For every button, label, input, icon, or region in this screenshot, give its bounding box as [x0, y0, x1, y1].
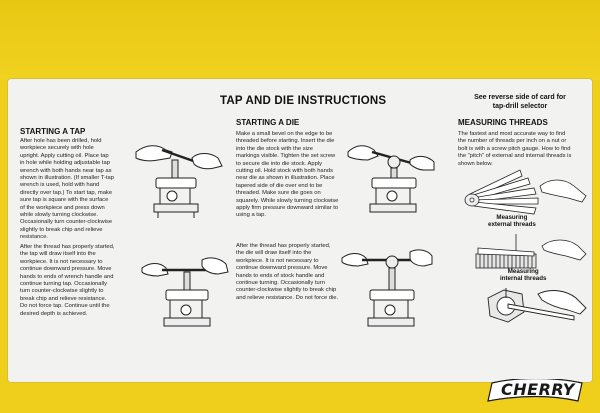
cherry-logo: [487, 379, 583, 402]
section-title-starting-tap: STARTING A TAP: [20, 127, 86, 136]
main-title: TAP AND DIE INSTRUCTIONS: [220, 95, 387, 107]
instruction-card: [8, 79, 592, 382]
internal-thread-illustration: [487, 288, 587, 323]
section-title-measuring-threads: MEASURING THREADS: [458, 118, 548, 127]
starting-tap-step1-text: After hole has been drilled, hold workpi…: [20, 138, 114, 241]
external-threads-label: Measuring external threads: [488, 214, 536, 229]
external-thread-illustration: [475, 234, 587, 269]
die-continue-illustration: [341, 249, 433, 327]
starting-die-step1-text: Make a small bevel on the edge to be thr…: [236, 131, 339, 219]
section-title-starting-die: STARTING A DIE: [236, 118, 300, 127]
tap-continue-illustration: [141, 257, 229, 327]
reverse-side-note: See reverse side of card for tap-drill s…: [474, 94, 566, 110]
brand-name: CHERRY: [501, 380, 575, 399]
die-start-illustration: [347, 145, 435, 213]
yellow-border-top: [0, 0, 600, 80]
pitch-gauge-fan-illustration: [464, 169, 587, 215]
starting-tap-step2-text: After the thread has properly started, t…: [20, 244, 115, 317]
internal-threads-label: Measuring internal threads: [500, 268, 547, 283]
measuring-threads-text: The fastest and most accurate way to fin…: [458, 131, 572, 167]
tap-start-illustration: [135, 145, 223, 218]
starting-die-step2-text: After the thread has properly started, t…: [236, 243, 339, 301]
